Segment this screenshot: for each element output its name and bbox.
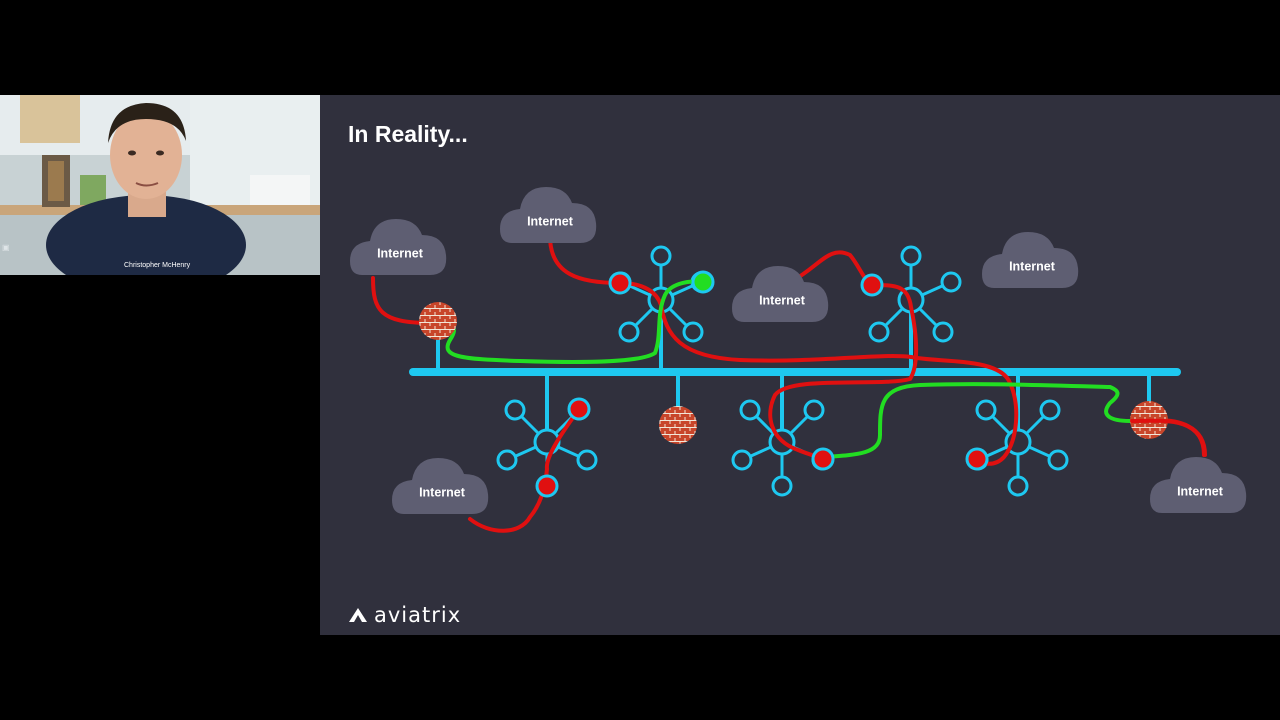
spoke-node	[650, 245, 672, 267]
slide: In Reality...	[320, 95, 1280, 635]
participant-video[interactable]: ▣	[0, 95, 320, 275]
cloud-label: Internet	[419, 486, 466, 500]
internet-cloud: Internet	[392, 458, 489, 514]
endpoint-red	[965, 447, 989, 471]
spoke-node	[940, 271, 962, 293]
cloud-label: Internet	[527, 215, 574, 229]
cloud-icon	[1150, 457, 1247, 513]
brand-name: aviatrix	[374, 603, 462, 627]
cloud-label: Internet	[759, 294, 806, 308]
participant-name: Christopher McHenry	[124, 262, 191, 269]
spoke-node	[1047, 449, 1069, 471]
spoke-node	[504, 399, 526, 421]
endpoint-red	[608, 271, 632, 295]
spoke-node	[771, 475, 793, 497]
spoke-node	[803, 399, 825, 421]
cloud-icon	[732, 266, 829, 322]
internet-clouds: InternetInternetInternetInternetInternet…	[350, 187, 1247, 514]
cloud-icon	[392, 458, 489, 514]
spoke-node	[1039, 399, 1061, 421]
endpoint-green	[691, 270, 715, 294]
internet-cloud: Internet	[350, 219, 447, 275]
endpoint-red	[567, 397, 591, 421]
spoke-node	[975, 399, 997, 421]
endpoints	[535, 270, 989, 498]
endpoint-red	[535, 474, 559, 498]
spoke-node	[900, 245, 922, 267]
spoke-node	[1007, 475, 1029, 497]
firewall-icon	[419, 302, 457, 340]
hub-node	[868, 245, 962, 343]
cloud-icon	[982, 232, 1079, 288]
aviatrix-logo: aviatrix	[348, 603, 461, 627]
spoke-node	[496, 449, 518, 471]
spoke-node	[868, 321, 890, 343]
cloud-label: Internet	[377, 247, 424, 261]
slide-title: In Reality...	[348, 121, 468, 147]
green-paths	[428, 279, 1132, 459]
endpoint-red	[811, 447, 835, 471]
endpoint-red	[860, 273, 884, 297]
internet-cloud: Internet	[732, 266, 829, 322]
internet-cloud: Internet	[1150, 457, 1247, 513]
firewall-icon	[659, 406, 697, 444]
spoke-node	[731, 449, 753, 471]
spoke-node	[932, 321, 954, 343]
firewalls	[419, 302, 1168, 444]
cloud-icon	[350, 219, 447, 275]
cloud-label: Internet	[1177, 485, 1224, 499]
cloud-label: Internet	[1009, 260, 1056, 274]
aviatrix-logo-icon	[349, 608, 367, 622]
cloud-icon	[500, 187, 597, 243]
spoke-node	[682, 321, 704, 343]
spoke-node	[739, 399, 761, 421]
spoke-node	[618, 321, 640, 343]
spoke-node	[576, 449, 598, 471]
participant-video-frame	[0, 95, 320, 275]
camera-off-icon: ▣	[2, 243, 10, 252]
internet-cloud: Internet	[982, 232, 1079, 288]
internet-cloud: Internet	[500, 187, 597, 243]
network-diagram: InternetInternetInternetInternetInternet…	[350, 187, 1247, 533]
